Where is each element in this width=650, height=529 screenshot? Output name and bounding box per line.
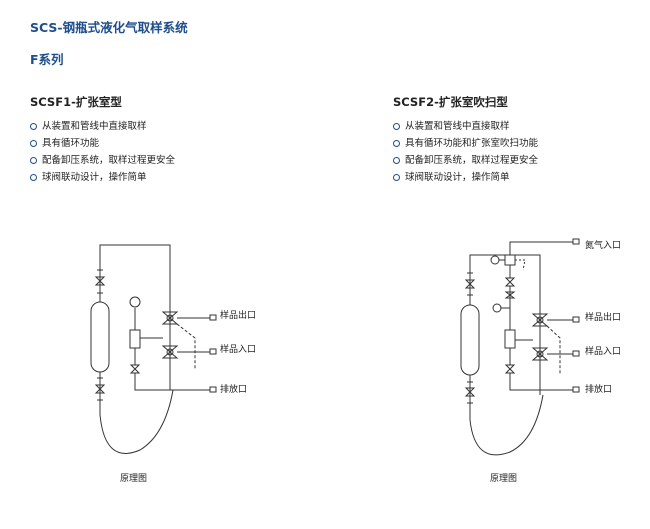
feature-list: 从装置和管线中直接取样 具有循环功能 配备卸压系统，取样过程更安全 球阀联动设计… bbox=[30, 118, 280, 186]
flex-hose bbox=[99, 389, 174, 454]
feature-list: 从装置和管线中直接取样 具有循环功能和扩张室吹扫功能 配备卸压系统，取样过程更安… bbox=[393, 118, 643, 186]
schematic-scsf2: 氮气入口 样品出口 样品入口 排放口 bbox=[455, 230, 645, 456]
pressure-gauge-icon bbox=[490, 255, 500, 265]
check-valve bbox=[504, 277, 516, 287]
bullet-icon bbox=[30, 157, 37, 164]
feature-item: 具有循环功能 bbox=[30, 135, 280, 152]
label-inlet: 样品入口 bbox=[585, 347, 622, 357]
caption-left: 原理图 bbox=[120, 474, 148, 484]
bullet-icon bbox=[30, 123, 37, 130]
chamber-gauge-icon bbox=[492, 303, 502, 313]
label-inlet: 样品入口 bbox=[220, 345, 257, 355]
label-drain: 排放口 bbox=[220, 385, 248, 395]
sample-cylinder bbox=[460, 304, 480, 376]
expansion-chamber bbox=[129, 329, 141, 349]
feature-item: 从装置和管线中直接取样 bbox=[30, 118, 280, 135]
nitrogen-regulator bbox=[504, 254, 516, 266]
series-title: F系列 bbox=[30, 52, 64, 67]
top-pipe bbox=[99, 244, 171, 300]
label-nitrogen: 氮气入口 bbox=[585, 241, 622, 251]
feature-item: 配备卸压系统，取样过程更安全 bbox=[30, 152, 280, 169]
caption-right: 原理图 bbox=[490, 474, 518, 484]
chamber-valve bbox=[504, 364, 516, 374]
expansion-chamber bbox=[504, 329, 516, 349]
nitrogen-pipe bbox=[509, 241, 573, 255]
label-outlet: 样品出口 bbox=[220, 311, 257, 321]
bullet-icon bbox=[393, 140, 400, 147]
bullet-icon bbox=[30, 174, 37, 181]
model-title: SCSF2-扩张室吹扫型 bbox=[393, 95, 508, 109]
feature-item: 具有循环功能和扩张室吹扫功能 bbox=[393, 135, 643, 152]
schematic-scsf1: 样品出口 样品入口 排放口 bbox=[85, 230, 275, 454]
bullet-icon bbox=[393, 157, 400, 164]
sample-cylinder bbox=[90, 301, 110, 373]
cylinder-top-valve bbox=[464, 279, 476, 289]
cylinder-bottom-valve bbox=[94, 384, 106, 394]
schematic-drawing bbox=[460, 238, 580, 456]
schematic-drawing bbox=[90, 244, 217, 454]
pressure-gauge-icon bbox=[129, 296, 141, 308]
cylinder-top-valve bbox=[94, 276, 106, 286]
feature-item: 球阀联动设计，操作简单 bbox=[30, 169, 280, 186]
feature-item: 从装置和管线中直接取样 bbox=[393, 118, 643, 135]
feature-item: 球阀联动设计，操作简单 bbox=[393, 169, 643, 186]
bullet-icon bbox=[393, 174, 400, 181]
label-outlet: 样品出口 bbox=[585, 313, 622, 323]
label-drain: 排放口 bbox=[585, 385, 613, 395]
model-column-scsf2: SCSF2-扩张室吹扫型 从装置和管线中直接取样 具有循环功能和扩张室吹扫功能 … bbox=[393, 94, 643, 186]
bullet-icon bbox=[393, 123, 400, 130]
chamber-valve bbox=[129, 364, 141, 374]
feature-item: 配备卸压系统，取样过程更安全 bbox=[393, 152, 643, 169]
bullet-icon bbox=[30, 140, 37, 147]
flex-hose bbox=[469, 394, 544, 456]
model-column-scsf1: SCSF1-扩张室型 从装置和管线中直接取样 具有循环功能 配备卸压系统，取样过… bbox=[30, 94, 280, 186]
cylinder-bottom-valve bbox=[464, 387, 476, 397]
model-title: SCSF1-扩张室型 bbox=[30, 95, 122, 109]
page-title: SCS-钢瓶式液化气取样系统 bbox=[30, 20, 188, 35]
